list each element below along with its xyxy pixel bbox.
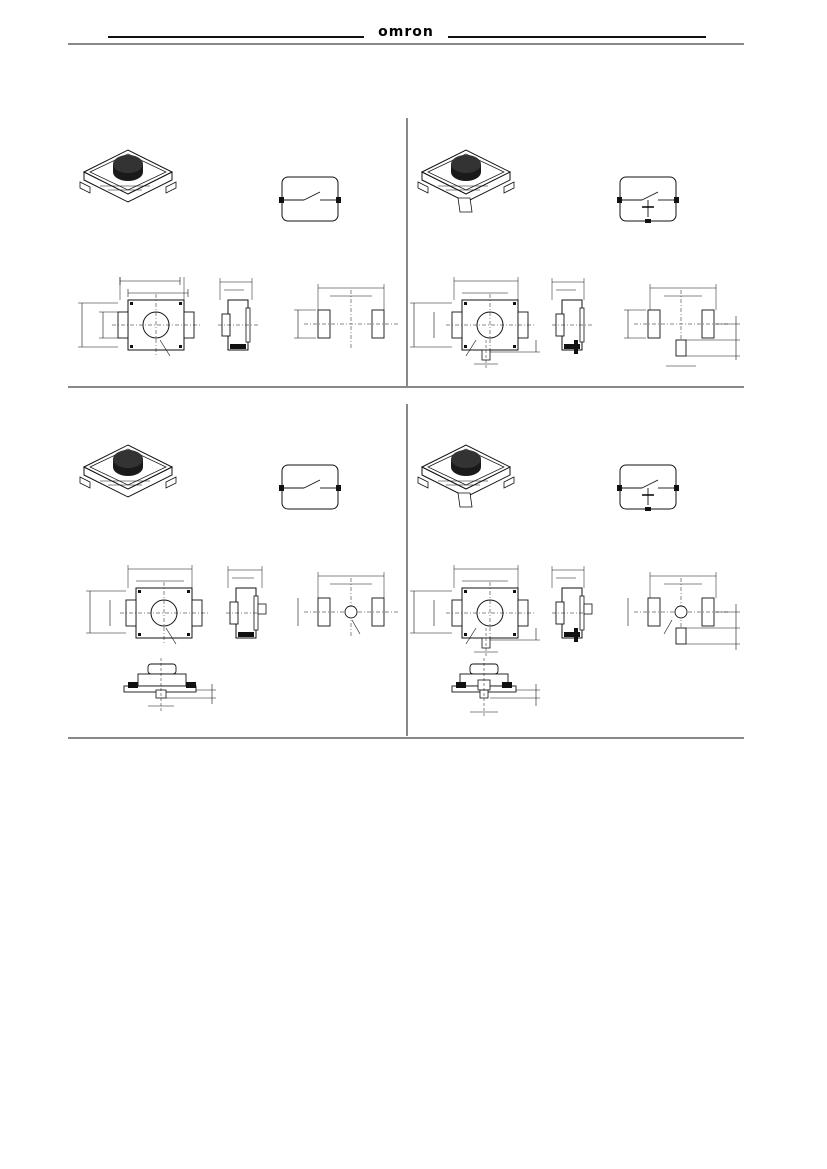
switch-product-image (418, 150, 514, 212)
front-view-drawing (86, 565, 209, 645)
switch-product-image (79, 444, 177, 498)
page-header: omron (0, 0, 827, 60)
side-view-drawing (551, 278, 593, 354)
side-view-drawing (551, 566, 593, 642)
switch-product-image (79, 149, 177, 203)
section-dividers (68, 118, 744, 739)
side-view-drawing (217, 278, 259, 351)
front-view-drawing (78, 276, 201, 357)
section-bottom-right (410, 445, 740, 716)
bottom-profile-drawing (123, 658, 216, 712)
switch-symbol (617, 177, 679, 223)
section-top-left (78, 149, 399, 357)
header-rules (68, 36, 744, 45)
bottom-profile-drawing (451, 658, 540, 716)
front-view-drawing (410, 277, 540, 368)
switch-symbol (278, 464, 342, 510)
pad-layout-drawing (624, 284, 740, 367)
front-view-drawing (410, 565, 540, 656)
pad-layout-drawing (297, 572, 399, 639)
pad-layout-drawing (627, 572, 740, 650)
switch-symbol (617, 465, 679, 511)
pad-layout-drawing (294, 284, 399, 351)
switch-product-image (418, 445, 514, 507)
omron-logo: omron (378, 24, 434, 40)
section-top-right (410, 150, 740, 368)
section-bottom-left (79, 444, 399, 712)
switch-symbol (278, 176, 342, 222)
side-view-drawing (225, 566, 267, 639)
